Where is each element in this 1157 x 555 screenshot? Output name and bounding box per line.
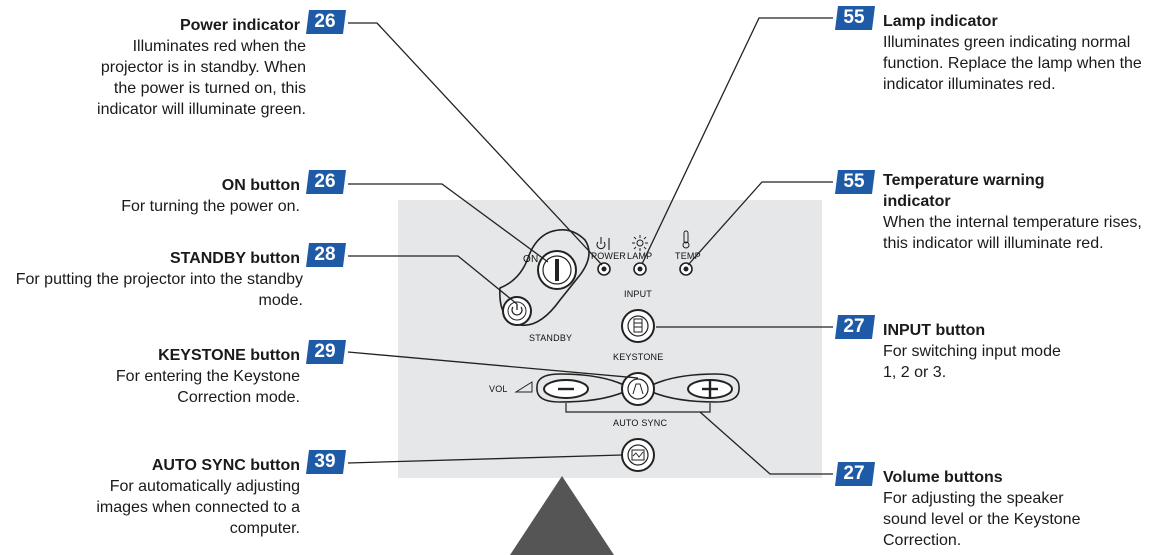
callout-title: Temperature warning indicator xyxy=(883,172,1045,210)
callout-desc: When the internal temperature rises, thi… xyxy=(883,214,1142,252)
page-badge: 28 xyxy=(306,243,348,267)
callout-title: Volume buttons xyxy=(883,469,1003,486)
callout-on-button: ON button 26 For turning the power on. xyxy=(8,170,348,217)
keystone-label: KEYSTONE xyxy=(613,352,664,362)
callout-power-indicator: Power indicator 26 Illuminates red when t… xyxy=(28,10,348,120)
callout-title: KEYSTONE button xyxy=(158,347,300,364)
callout-auto-sync-button: AUTO SYNC button 39 For automatically adj… xyxy=(8,450,348,539)
callout-title: AUTO SYNC button xyxy=(151,457,300,474)
standby-button-shape xyxy=(502,296,532,326)
power-icon-shape xyxy=(596,237,610,250)
on-button-shape xyxy=(537,250,577,290)
auto-sync-button-shape xyxy=(621,438,655,472)
page-badge: 26 xyxy=(306,10,348,34)
callout-volume-buttons: 27 Volume buttons For adjusting the speak… xyxy=(835,462,1153,551)
callout-desc: Illuminates green indicating normal func… xyxy=(883,34,1142,93)
page-badge: 26 xyxy=(306,170,348,194)
page-badge: 27 xyxy=(835,315,877,339)
vol-label: VOL xyxy=(489,384,508,394)
standby-label: STANDBY xyxy=(529,333,573,343)
callout-title: STANDBY button xyxy=(169,250,300,267)
temp-label: TEMP xyxy=(675,251,701,261)
callout-title: Power indicator xyxy=(179,17,300,34)
page-badge: 55 xyxy=(835,170,877,194)
callout-desc: For adjusting the speaker sound level or… xyxy=(883,490,1081,549)
auto-sync-label: AUTO SYNC xyxy=(613,418,668,428)
callout-desc: For entering the Keystone Correction mod… xyxy=(115,368,300,406)
callout-desc: Illuminates red when the projector is in… xyxy=(97,38,306,118)
callout-title: ON button xyxy=(221,177,300,194)
callout-keystone-button: KEYSTONE button 29 For entering the Keyst… xyxy=(8,340,348,408)
callout-title: Lamp indicator xyxy=(883,13,998,30)
callout-title: INPUT button xyxy=(883,322,986,339)
callout-desc: For automatically adjusting images when … xyxy=(96,478,300,537)
callout-lamp-indicator: 55 Lamp indicator Illuminates green indic… xyxy=(835,6,1153,95)
lamp-icon-shape xyxy=(632,235,648,251)
callout-standby-button: STANDBY button 28 For putting the project… xyxy=(3,243,348,311)
callout-input-button: 27 INPUT button For switching input mode … xyxy=(835,315,1153,383)
keystone-button-shape xyxy=(621,372,655,406)
callout-desc: For putting the projector into the stand… xyxy=(15,271,303,309)
pointer-arrow xyxy=(510,476,614,555)
lamp-label: LAMP xyxy=(627,251,653,261)
callout-desc: For turning the power on. xyxy=(121,198,300,215)
power-label: POWER xyxy=(591,251,627,261)
page-badge: 29 xyxy=(306,340,348,364)
page-badge: 55 xyxy=(835,6,877,30)
page-badge: 39 xyxy=(306,450,348,474)
thermometer-icon-shape xyxy=(682,230,690,249)
callout-desc: For switching input mode 1, 2 or 3. xyxy=(883,343,1061,381)
on-label: ON xyxy=(523,254,539,265)
input-button-shape xyxy=(621,309,655,343)
input-label: INPUT xyxy=(624,289,652,299)
page-badge: 27 xyxy=(835,462,877,486)
